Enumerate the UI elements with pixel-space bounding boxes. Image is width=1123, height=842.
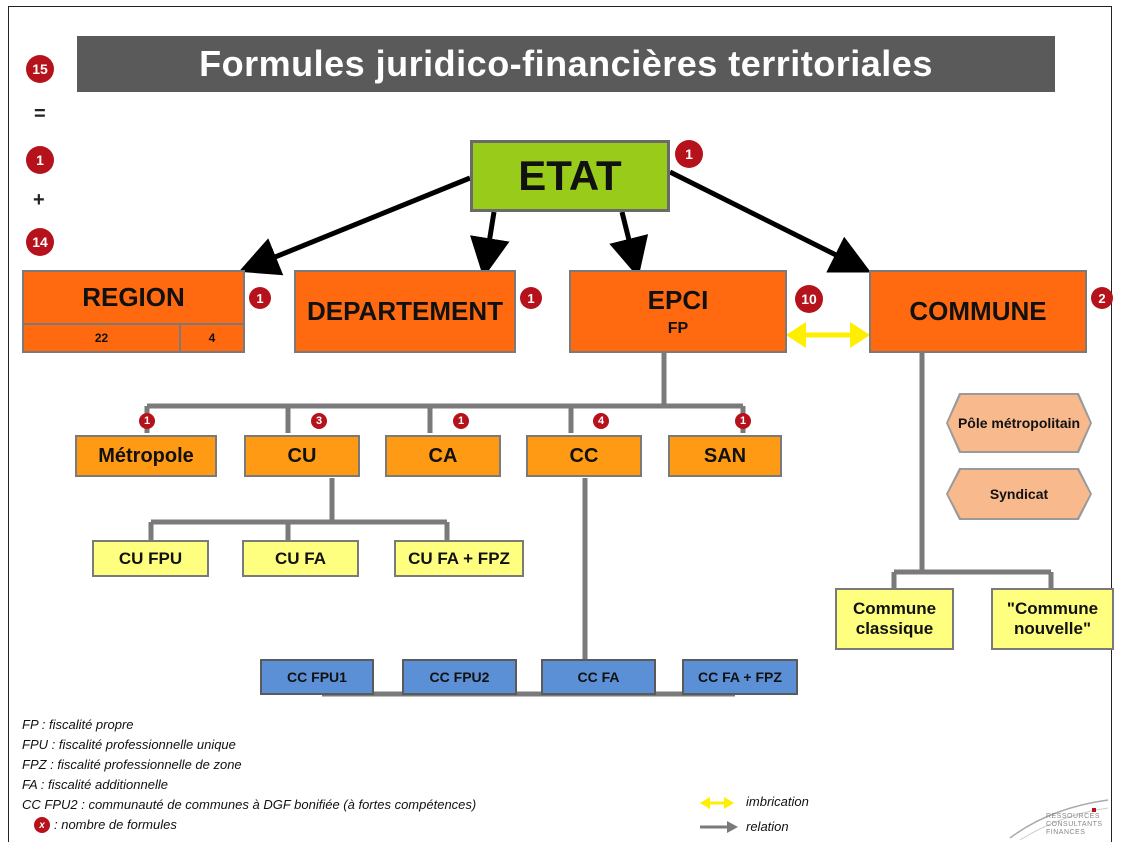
region-label: REGION [82, 282, 185, 312]
epci-label: EPCI [647, 285, 709, 315]
legend-badge-meaning: : nombre de formules [54, 817, 177, 832]
epci-badge: 10 [795, 285, 823, 313]
logo-swoosh-2 [1019, 807, 1109, 841]
commune-classique-box: Commune classique [835, 588, 954, 650]
legend-fpu: FPU : fiscalité professionnelle unique [22, 737, 236, 752]
arrow-etat-departement [470, 211, 510, 278]
state-count-badge: 1 [26, 146, 54, 174]
departement-box: DEPARTEMENT [294, 270, 516, 353]
cc-fpu2-box: CC FPU2 [402, 659, 517, 695]
cu-fa-fpz-box: CU FA + FPZ [394, 540, 524, 577]
cu-badge: 3 [311, 413, 327, 429]
etat-box: ETAT [470, 140, 670, 212]
logo-line-2: CONSULTANTS [1046, 821, 1103, 828]
imbrication-key-label: imbrication [746, 794, 809, 809]
imbrication-key [700, 797, 734, 809]
region-count-outremer: 4 [181, 323, 243, 351]
ca-box: CA [385, 435, 501, 477]
equals-sign: = [34, 103, 46, 125]
imbrication-double-arrow [786, 322, 870, 348]
epci-tree [144, 353, 746, 433]
legend-badge-sample: x [34, 817, 50, 833]
cc-fa-fpz-box: CC FA + FPZ [682, 659, 798, 695]
logo-swoosh [1009, 799, 1109, 839]
san-box: SAN [668, 435, 782, 477]
region-badge: 1 [249, 287, 271, 309]
region-split: 22 4 [24, 323, 243, 351]
legend-fpz: FPZ : fiscalité professionnelle de zone [22, 757, 242, 772]
cc-fa-box: CC FA [541, 659, 656, 695]
relation-key-label: relation [746, 819, 789, 834]
region-count-metro: 22 [24, 323, 181, 351]
ca-badge: 1 [453, 413, 469, 429]
logo-text: RESSOURCES CONSULTANTS FINANCES [1046, 813, 1103, 837]
cu-tree [148, 478, 450, 540]
etat-label: ETAT [518, 152, 622, 199]
commune-tree [891, 353, 1054, 588]
region-box: REGION 22 4 [22, 270, 245, 353]
legend-fp: FP : fiscalité propre [22, 717, 134, 732]
logo-line-1: RESSOURCES [1046, 813, 1101, 820]
cc-badge: 4 [593, 413, 609, 429]
arrow-etat-commune [668, 169, 871, 273]
cu-fpu-box: CU FPU [92, 540, 209, 577]
arrow-etat-region [238, 175, 471, 276]
syndicat-hexagon: Syndicat [948, 470, 1090, 518]
cu-box: CU [244, 435, 360, 477]
san-badge: 1 [735, 413, 751, 429]
local-count-badge: 14 [26, 228, 54, 256]
commune-badge: 2 [1091, 287, 1113, 309]
legend-cc-fpu2: CC FPU2 : communauté de communes à DGF b… [22, 797, 477, 812]
commune-box: COMMUNE [869, 270, 1087, 353]
slide-frame [8, 6, 1112, 842]
cu-fa-box: CU FA [242, 540, 359, 577]
page-title: Formules juridico-financières territoria… [77, 36, 1055, 92]
legend-fa: FA : fiscalité additionnelle [22, 777, 168, 792]
relation-key [700, 821, 738, 833]
metropole-badge: 1 [139, 413, 155, 429]
logo-line-3: FINANCES [1046, 829, 1086, 836]
cc-box: CC [526, 435, 642, 477]
cc-fpu1-box: CC FPU1 [260, 659, 374, 695]
metropole-box: Métropole [75, 435, 217, 477]
commune-nouvelle-box: "Commune nouvelle" [991, 588, 1114, 650]
departement-badge: 1 [520, 287, 542, 309]
etat-badge: 1 [675, 140, 703, 168]
cc-tree [319, 478, 738, 697]
epci-sub-label: FP [667, 320, 689, 337]
epci-box: EPCI FP [569, 270, 787, 353]
pole-metropolitain-hexagon: Pôle métropolitain [948, 395, 1090, 451]
plus-sign: + [33, 189, 45, 211]
logo-dot [1092, 808, 1096, 812]
departement-label: DEPARTEMENT [307, 296, 503, 326]
commune-label: COMMUNE [909, 296, 1047, 326]
arrow-etat-epci [609, 211, 649, 278]
total-badge: 15 [26, 55, 54, 83]
